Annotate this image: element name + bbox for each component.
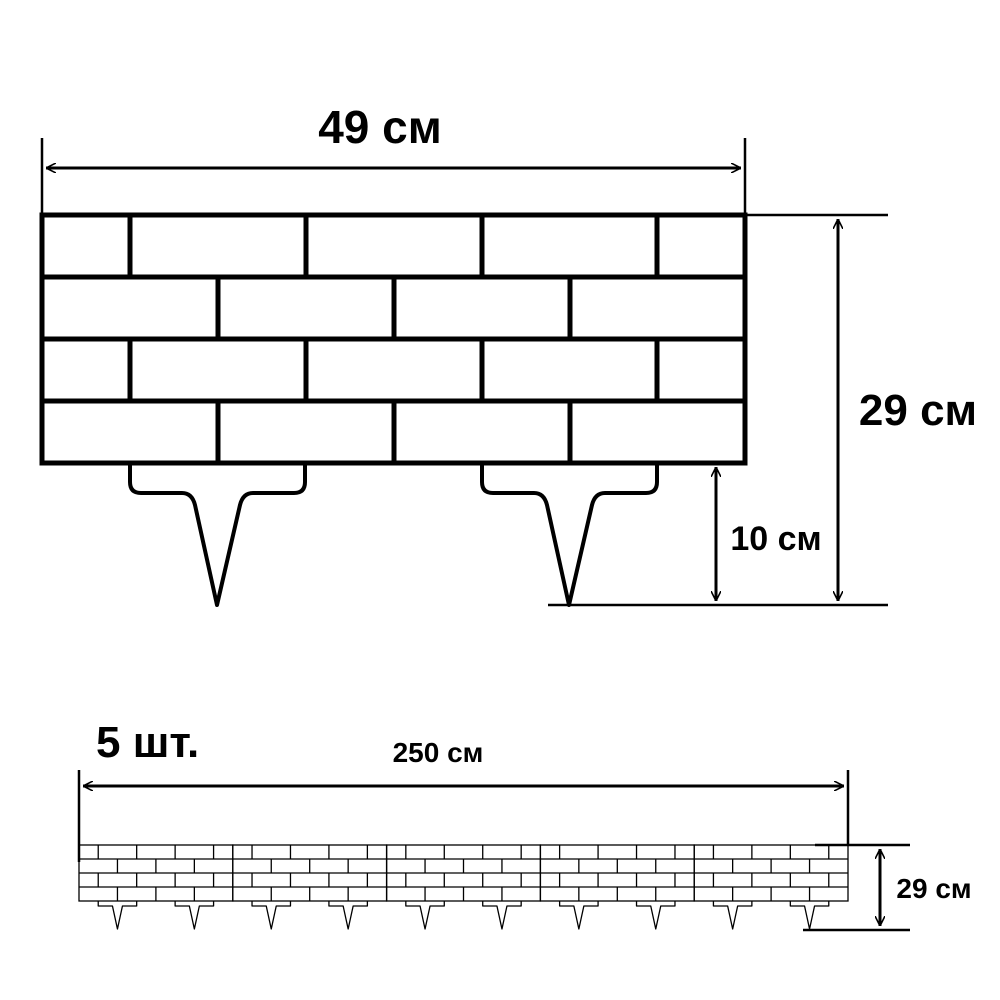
ground-spike-left [128, 463, 307, 607]
ground-spike-right [480, 463, 659, 607]
mini-fence-panel [78, 844, 234, 930]
mini-ground-spike [405, 901, 445, 930]
mini-ground-spike [97, 901, 138, 930]
mini-fence-panel [232, 844, 388, 930]
panel-height-label: 29 см [859, 386, 977, 435]
mini-fence-panels [78, 844, 849, 930]
mini-ground-spike [328, 901, 369, 930]
piece-count-label: 5 шт. [96, 718, 199, 767]
assembled-fence-set: 5 шт. 250 см 29 см [77, 718, 972, 932]
mini-fence-panel [539, 844, 695, 930]
mini-ground-spike [635, 901, 676, 930]
mini-ground-spike [482, 901, 522, 930]
mini-fence-panel [385, 844, 542, 930]
mini-ground-spike [251, 901, 292, 930]
mini-ground-spike [789, 901, 830, 930]
mini-fence-panel [693, 844, 849, 930]
single-fence-panel: 49 см 29 см 10 см [39, 101, 977, 607]
mini-ground-spike [174, 901, 215, 930]
mini-ground-spike [712, 901, 753, 930]
brick-pattern [39, 212, 748, 466]
mini-ground-spike [558, 901, 599, 930]
set-height-label: 29 см [896, 873, 971, 904]
total-width-dimension [77, 770, 850, 862]
panel-width-label: 49 см [318, 101, 442, 153]
spike-length-label: 10 см [730, 520, 821, 558]
width-dimension [40, 138, 747, 215]
set-height-dimension [803, 843, 910, 932]
total-width-label: 250 см [393, 737, 484, 768]
height-dimension [548, 213, 888, 607]
ground-spikes [128, 463, 659, 607]
